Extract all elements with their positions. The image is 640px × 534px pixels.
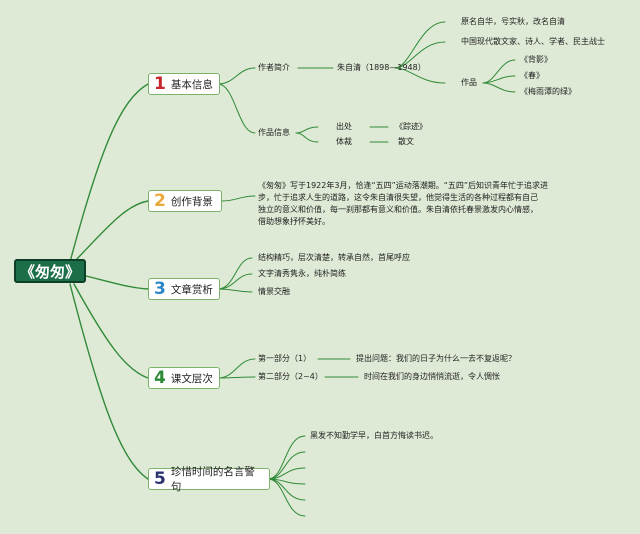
structure-part-label[interactable]: 第二部分（2~4） bbox=[258, 372, 323, 381]
background-paragraph[interactable]: 《匆匆》写于1922年3月，恰逢“五四”运动落潮期。“五四”后知识青年忙于追求进… bbox=[258, 180, 558, 228]
topic-number: 4 bbox=[154, 368, 166, 388]
topic-number: 5 bbox=[154, 469, 166, 489]
appreciation-item[interactable]: 文字清秀隽永，纯朴简练 bbox=[258, 269, 346, 278]
root-topic[interactable]: 《匆匆》 bbox=[14, 259, 86, 283]
genre-value[interactable]: 散文 bbox=[398, 137, 414, 146]
author-fact[interactable]: 中国现代散文家、诗人、学者、民主战士 bbox=[461, 37, 605, 46]
topic-label: 基本信息 bbox=[170, 78, 213, 91]
work-item[interactable]: 《梅雨潭的绿》 bbox=[520, 87, 576, 96]
source-label[interactable]: 出处 bbox=[336, 122, 352, 131]
quote-item[interactable]: 黑发不知勤学早，白首方悔读书迟。 bbox=[310, 431, 438, 440]
topic-background[interactable]: 2 创作背景 bbox=[148, 190, 222, 212]
appreciation-item[interactable]: 情景交融 bbox=[258, 287, 290, 296]
background-line: 步，忙于追求人生的道路，这令朱自清很失望，他觉得生活的各种过程都有自己 bbox=[258, 193, 538, 202]
branch-1 bbox=[69, 83, 149, 263]
work-item[interactable]: 《春》 bbox=[520, 71, 544, 80]
topic-number: 2 bbox=[154, 191, 166, 211]
topic-appreciation[interactable]: 3 文章赏析 bbox=[148, 278, 220, 300]
background-line: 独立的意义和价值，每一刹那都有意义和价值。朱自清依托春景激发内心情感， bbox=[258, 205, 538, 214]
author-fact[interactable]: 原名自华，号实秋，改名自清 bbox=[461, 17, 565, 26]
branch-5 bbox=[69, 283, 149, 480]
structure-part-label[interactable]: 第一部分（1） bbox=[258, 354, 312, 363]
topic-label: 创作背景 bbox=[170, 195, 213, 208]
branch-4 bbox=[73, 283, 149, 379]
topic-quotes[interactable]: 5 珍惜时间的名言警句 bbox=[148, 466, 270, 493]
work-item[interactable]: 《背影》 bbox=[520, 55, 552, 64]
topic-label: 课文层次 bbox=[170, 372, 213, 385]
works-label[interactable]: 作品 bbox=[461, 78, 477, 87]
topic-number: 1 bbox=[154, 74, 166, 94]
topic-label: 文章赏析 bbox=[170, 283, 213, 296]
structure-part-desc[interactable]: 提出问题：我们的日子为什么一去不复返呢？ bbox=[356, 354, 516, 363]
appreciation-item[interactable]: 结构精巧，层次清楚，转承自然，首尾呼应 bbox=[258, 253, 410, 262]
topic-label: 珍惜时间的名言警句 bbox=[170, 466, 255, 493]
background-line: 借助想象抒怀美好。 bbox=[258, 217, 330, 226]
author-name[interactable]: 朱自清（1898—1948） bbox=[337, 63, 426, 72]
work-info-label[interactable]: 作品信息 bbox=[258, 128, 290, 137]
topic-structure[interactable]: 4 课文层次 bbox=[148, 367, 220, 389]
source-value[interactable]: 《踪迹》 bbox=[395, 122, 427, 131]
genre-label[interactable]: 体裁 bbox=[336, 137, 352, 146]
structure-part-desc[interactable]: 时间在我们的身边悄悄流逝，令人惆怅 bbox=[364, 372, 500, 381]
branch-3 bbox=[85, 275, 149, 290]
background-line: 《匆匆》写于1922年3月，恰逢“五四”运动落潮期。“五四”后知识青年忙于追求进 bbox=[258, 181, 549, 190]
author-intro-label[interactable]: 作者简介 bbox=[258, 63, 290, 72]
branch-2 bbox=[73, 200, 149, 263]
topic-number: 3 bbox=[154, 279, 166, 299]
topic-basic-info[interactable]: 1 基本信息 bbox=[148, 73, 220, 95]
